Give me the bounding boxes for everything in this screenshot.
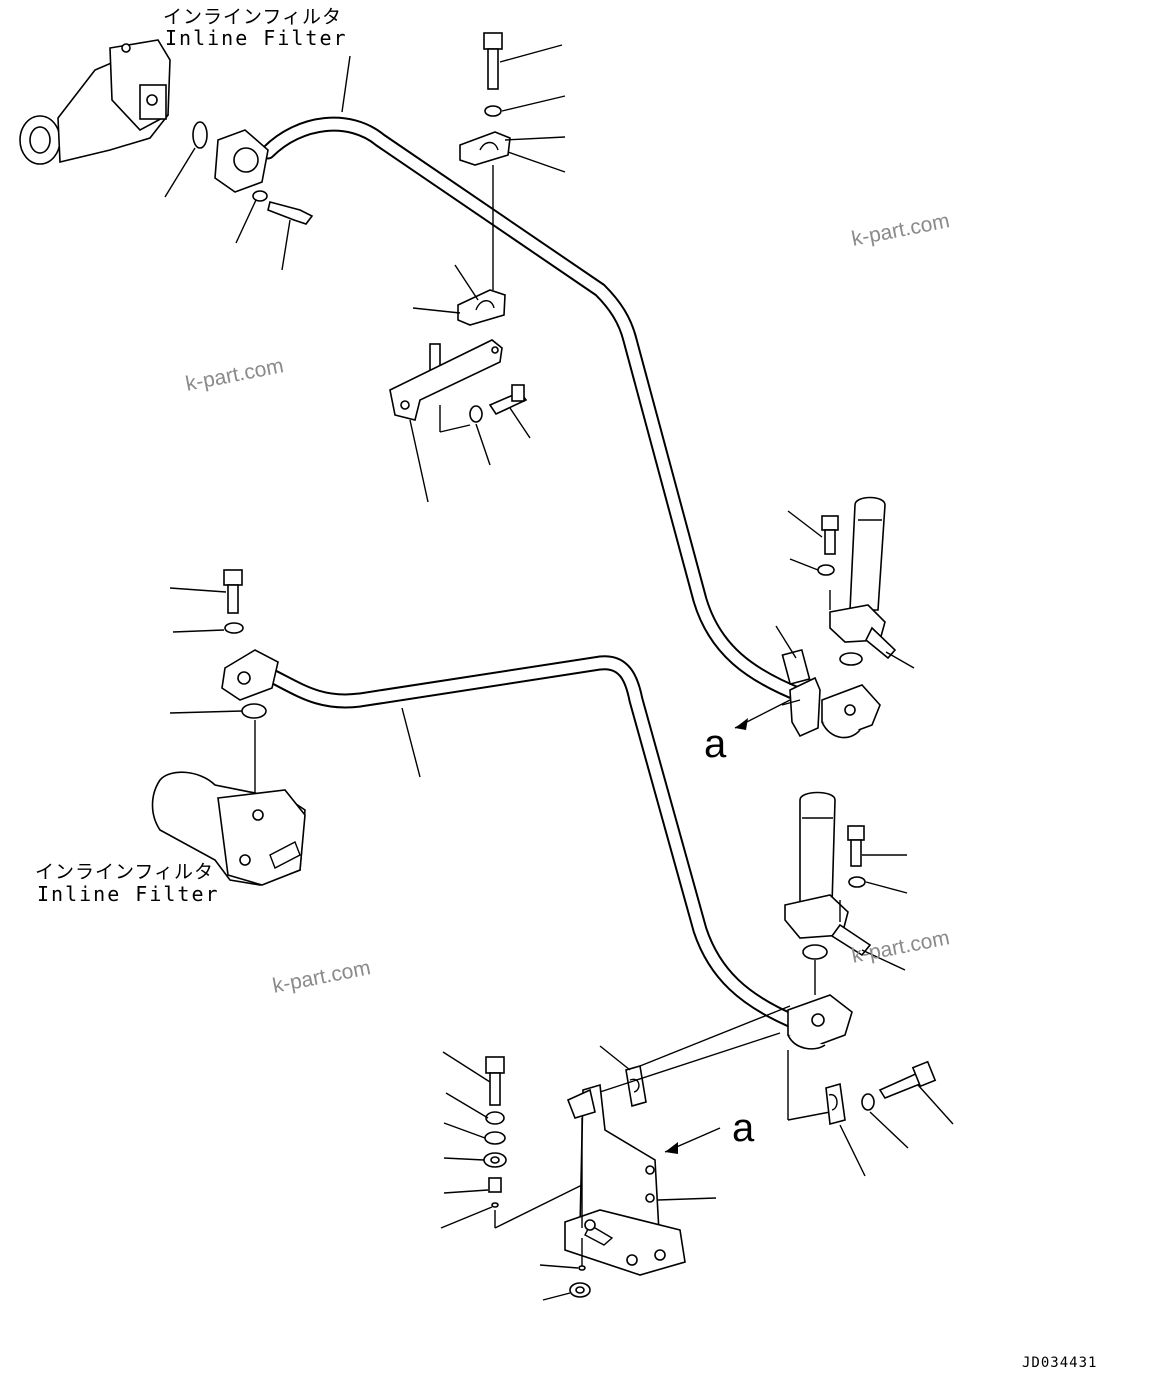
inline-filter-top bbox=[19, 39, 208, 198]
right-upper-connection bbox=[734, 496, 915, 739]
bottom-bracket bbox=[440, 1005, 954, 1301]
filter-label-bottom-jp: インラインフィルタ bbox=[35, 861, 215, 883]
view-ref-a-upper: a bbox=[704, 722, 727, 766]
upper-flange bbox=[214, 55, 351, 271]
filter-label-top-jp: インラインフィルタ bbox=[163, 6, 343, 28]
upper-pipe bbox=[260, 116, 808, 703]
filter-label-bottom-en: Inline Filter bbox=[37, 882, 220, 906]
document-id: JD034431 bbox=[1022, 1355, 1098, 1371]
lower-pipe bbox=[262, 655, 798, 1028]
upper-clamp-stack bbox=[459, 32, 566, 290]
upper-mid-bracket bbox=[389, 264, 531, 503]
inline-filter-bottom bbox=[151, 569, 421, 886]
right-lower-connection bbox=[784, 791, 908, 1121]
view-ref-a-lower: a bbox=[732, 1106, 755, 1150]
filter-label-top-en: Inline Filter bbox=[165, 26, 348, 50]
